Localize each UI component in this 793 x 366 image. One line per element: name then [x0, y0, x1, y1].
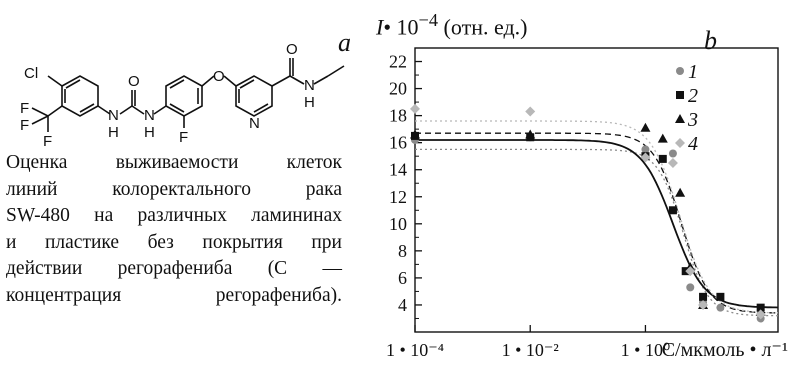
data-point-series-4	[667, 157, 678, 168]
x-tick-label: 1 • 10⁰	[621, 340, 671, 360]
atom-n-pyridine: N	[249, 115, 260, 132]
caption-line: Оценка выживаемости клеток	[6, 152, 342, 173]
data-point-series-2	[699, 292, 708, 301]
data-point-series-1	[526, 133, 535, 142]
legend-marker-2	[676, 91, 684, 99]
data-point-series-1	[411, 135, 419, 144]
atom-f3: F	[43, 133, 52, 149]
atom-o-amide: O	[286, 41, 298, 58]
fit-curve-2	[415, 139, 779, 309]
y-tick-label: 22	[389, 52, 407, 72]
caption-line: и пластике без покрытия при	[6, 231, 342, 253]
data-point-series-2	[411, 131, 419, 140]
data-point-series-2	[641, 152, 650, 161]
data-point-series-3	[525, 129, 536, 139]
legend-marker-3	[675, 114, 685, 123]
caption-line: линий колоректального рака	[6, 178, 342, 200]
data-point-series-4	[698, 299, 709, 310]
atom-f1: F	[20, 100, 29, 117]
atom-f-ring: F	[179, 129, 188, 146]
legend-marker-1	[676, 67, 684, 75]
data-point-series-3	[685, 262, 696, 272]
y-tick-label: 6	[398, 268, 407, 288]
atom-cl: Cl	[24, 65, 38, 82]
legend-marker-4	[675, 138, 685, 148]
data-point-series-4	[685, 266, 696, 277]
x-tick-label: 1 • 10⁻²	[502, 340, 559, 360]
caption-line: концентрация регорафениба).	[6, 284, 342, 306]
fit-curve-1	[415, 148, 778, 317]
legend-label-3: 3	[687, 109, 698, 131]
data-point-series-1	[756, 314, 765, 323]
data-point-series-2	[526, 133, 535, 142]
y-tick-label: 10	[389, 214, 407, 234]
figure-caption: Оценка выживаемости клеток линий колорек…	[6, 150, 342, 309]
y-tick-label: 18	[389, 106, 407, 126]
data-point-series-3	[755, 306, 766, 316]
data-point-series-4	[640, 152, 651, 163]
y-tick-label: 12	[389, 187, 407, 207]
y-tick-label: 14	[389, 160, 407, 180]
y-tick-label: 20	[389, 79, 407, 99]
fit-curve-4	[415, 120, 778, 314]
data-point-series-2	[681, 267, 690, 276]
plot-frame	[414, 47, 779, 333]
data-point-series-4	[755, 309, 766, 320]
y-tick-label: 8	[398, 241, 407, 261]
atom-f2: F	[20, 117, 29, 134]
fit-curve-3	[415, 132, 778, 314]
x-tick-label: 1 • 10⁻⁴	[386, 340, 444, 360]
atom-h-amide: H	[304, 94, 315, 111]
legend-label-2: 2	[688, 85, 698, 107]
atom-nh2-n: N	[144, 107, 155, 124]
data-point-series-3	[657, 133, 668, 143]
data-point-series-2	[716, 292, 725, 301]
caption-line: SW-480 на различных ламининах	[6, 205, 342, 226]
y-tick-label: 4	[398, 295, 407, 315]
legend-label-4: 4	[688, 133, 698, 155]
atom-o-urea: O	[128, 73, 140, 90]
data-point-series-2	[756, 303, 765, 312]
panel-b-label: b	[704, 26, 717, 55]
data-point-series-4	[525, 106, 536, 117]
caption-line: действии регорафениба (C —	[6, 258, 342, 279]
atom-o-ether: O	[213, 68, 225, 85]
legend-label-1: 1	[688, 61, 698, 83]
y-axis-label: I• 10−4 (отн. ед.)	[376, 10, 528, 40]
panel-a-label: a	[338, 28, 351, 57]
data-point-series-2	[658, 154, 667, 163]
atom-nh2-h: H	[144, 124, 155, 141]
data-point-series-3	[675, 187, 686, 197]
atom-n-amide: N	[304, 77, 315, 94]
regorafenib-structure: Cl F F F N H O N H F O N O N H	[20, 41, 345, 149]
data-point-series-3	[698, 299, 709, 309]
data-point-series-4	[410, 103, 420, 114]
data-point-series-1	[668, 149, 677, 158]
data-point-series-1	[686, 283, 695, 292]
data-point-series-1	[641, 145, 650, 154]
data-point-series-1	[716, 303, 725, 312]
data-point-series-3	[410, 129, 420, 139]
atom-nh1-n: N	[108, 107, 119, 124]
y-tick-label: 16	[389, 133, 407, 153]
x-axis-label: C/мкмоль • л⁻¹	[662, 339, 788, 361]
data-point-series-3	[640, 122, 651, 132]
data-point-series-2	[668, 206, 677, 215]
atom-nh1-h: H	[108, 124, 119, 141]
panel-a: a	[0, 0, 370, 366]
data-point-series-1	[699, 298, 708, 307]
